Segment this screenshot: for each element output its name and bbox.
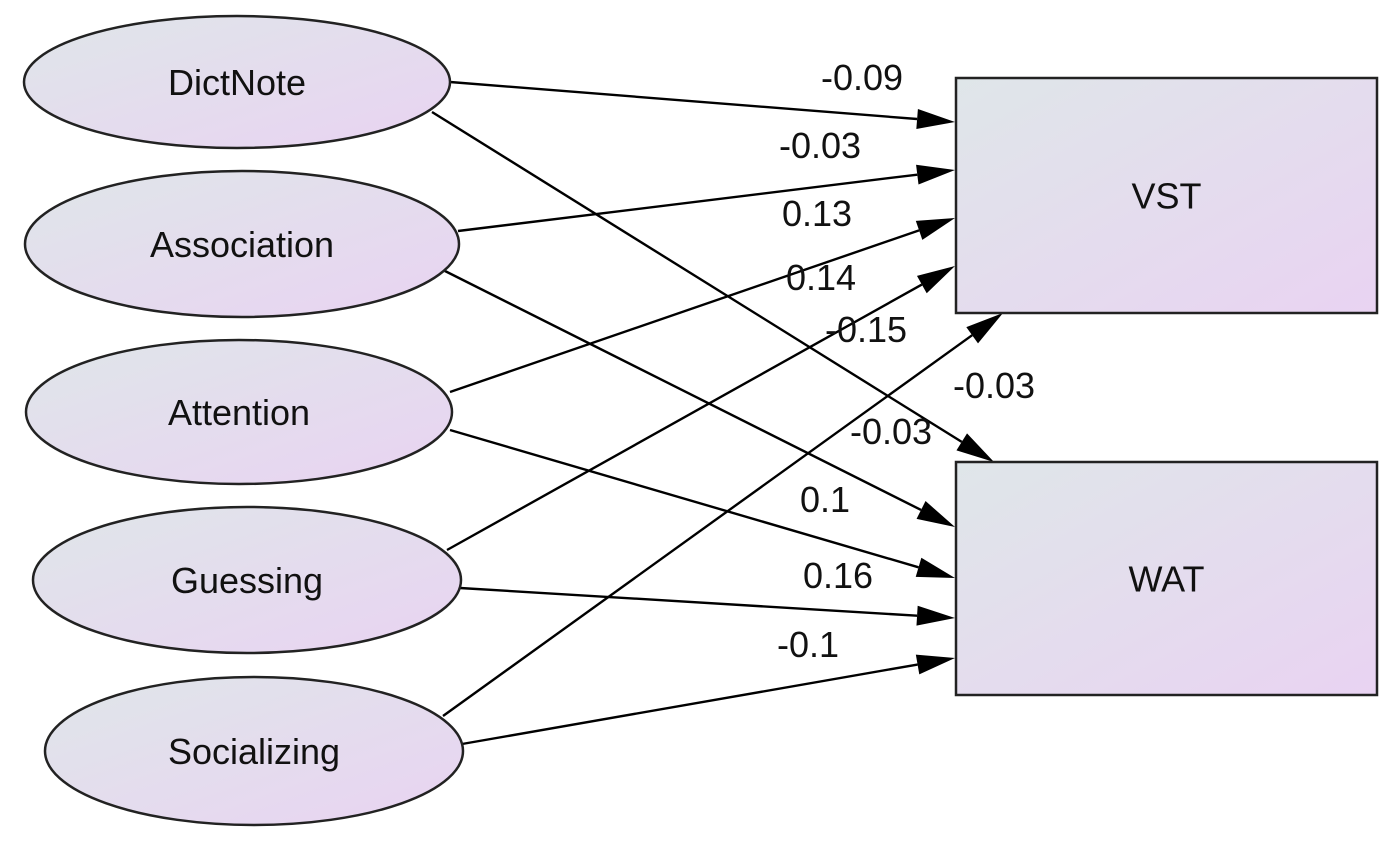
edge-label-guessing-to-wat: 0.16 xyxy=(803,555,873,596)
edge-association-to-vst xyxy=(457,164,955,233)
edge-line xyxy=(446,283,923,552)
edge-guessing-to-vst xyxy=(446,266,955,552)
latent-node-attention: Attention xyxy=(24,338,454,486)
edge-guessing-to-wat xyxy=(459,586,955,626)
latent-node-dictnote: DictNote xyxy=(22,14,452,150)
edge-socializing-to-vst xyxy=(442,313,1003,717)
ellipse-shape xyxy=(31,505,463,655)
edge-attention-to-vst xyxy=(449,218,955,394)
edge-line xyxy=(449,80,918,121)
arrowhead-icon xyxy=(916,605,955,626)
arrowhead-icon xyxy=(966,313,1003,344)
latent-node-guessing: Guessing xyxy=(31,505,463,655)
observed-node-wat: WAT xyxy=(954,460,1379,697)
node-label-vst: VST xyxy=(1131,176,1201,217)
rect-shape xyxy=(954,460,1379,697)
nodes-layer: DictNoteAssociationAttentionGuessingSoci… xyxy=(22,14,1379,827)
edge-label-association-to-vst: -0.03 xyxy=(779,125,861,166)
arrowhead-icon xyxy=(916,109,955,129)
edge-label-socializing-to-vst: -0.15 xyxy=(825,309,907,350)
node-label-socializing: Socializing xyxy=(168,731,340,772)
edge-socializing-to-wat xyxy=(461,654,955,746)
edge-line xyxy=(457,173,918,233)
observed-node-vst: VST xyxy=(954,76,1379,315)
edge-attention-to-wat xyxy=(449,428,955,578)
node-label-association: Association xyxy=(150,224,334,265)
arrowhead-icon xyxy=(916,501,955,527)
edge-label-attention-to-vst: 0.13 xyxy=(782,193,852,234)
edge-line xyxy=(449,428,919,569)
node-label-wat: WAT xyxy=(1129,559,1205,600)
ellipse-shape xyxy=(23,169,461,319)
edge-line xyxy=(431,110,963,443)
edge-line xyxy=(459,586,918,617)
edge-labels-layer: -0.09-0.030.130.14-0.15-0.03-0.030.10.16… xyxy=(777,57,1035,665)
edge-line xyxy=(449,229,920,394)
edge-label-dictnote-to-vst: -0.09 xyxy=(821,57,903,98)
ellipse-shape xyxy=(22,14,452,150)
edge-line xyxy=(442,268,922,512)
arrowhead-icon xyxy=(916,164,955,185)
ellipse-shape xyxy=(24,338,454,486)
edge-label-socializing-to-wat: -0.1 xyxy=(777,624,839,665)
arrowhead-icon xyxy=(956,433,994,462)
edge-dictnote-to-vst xyxy=(449,80,955,129)
ellipse-shape xyxy=(43,675,465,827)
edge-label-association-to-wat: -0.03 xyxy=(850,411,932,452)
edges-layer xyxy=(431,80,1003,746)
latent-node-socializing: Socializing xyxy=(43,675,465,827)
edge-label-attention-to-wat: 0.1 xyxy=(800,479,850,520)
node-label-dictnote: DictNote xyxy=(168,62,306,103)
rect-shape xyxy=(954,76,1379,315)
latent-node-association: Association xyxy=(23,169,461,319)
edge-line xyxy=(442,334,973,717)
edge-label-dictnote-to-wat: -0.03 xyxy=(953,365,1035,406)
node-label-attention: Attention xyxy=(168,392,310,433)
arrowhead-icon xyxy=(915,654,955,675)
node-label-guessing: Guessing xyxy=(171,560,323,601)
arrowhead-icon xyxy=(916,266,955,294)
arrowhead-icon xyxy=(915,218,955,240)
edge-association-to-wat xyxy=(442,268,955,527)
edge-label-guessing-to-vst: 0.14 xyxy=(786,257,856,298)
edge-line xyxy=(461,663,918,746)
edge-dictnote-to-wat xyxy=(431,110,994,462)
arrowhead-icon xyxy=(915,557,955,578)
